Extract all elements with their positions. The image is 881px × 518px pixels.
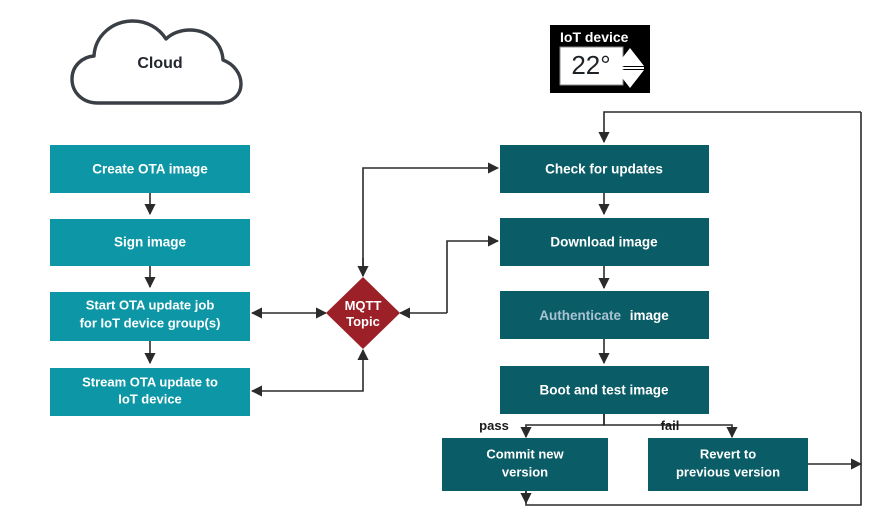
- edge-boot-pass: [520, 414, 605, 439]
- connectors: [144, 111, 863, 506]
- node-boot-and-test-image-label: Boot and test image: [539, 383, 669, 398]
- iot-device-thermostat: IoT device 22°: [550, 25, 650, 93]
- edge-boot-fail: [603, 414, 738, 439]
- node-stream-ota-update-line2: IoT device: [118, 391, 182, 406]
- node-boot-and-test-image[interactable]: Boot and test image: [500, 366, 709, 414]
- node-authenticate-image-muted: Authenticate: [539, 308, 621, 323]
- node-create-ota-image-label: Create OTA image: [92, 162, 208, 177]
- node-sign-image-label: Sign image: [114, 235, 187, 250]
- node-download-image[interactable]: Download image: [500, 218, 709, 266]
- node-mqtt-topic[interactable]: MQTT Topic: [326, 277, 400, 349]
- pass-label: pass: [479, 418, 509, 433]
- node-start-ota-update-job[interactable]: Start OTA update job for IoT device grou…: [50, 292, 250, 341]
- node-stream-ota-update-line1: Stream OTA update to: [82, 374, 218, 389]
- arrow-divider: [616, 67, 644, 69]
- node-sign-image[interactable]: Sign image: [50, 219, 250, 266]
- fail-label: fail: [661, 418, 680, 433]
- node-stream-ota-update[interactable]: Stream OTA update to IoT device: [50, 368, 250, 416]
- svg-text:Authenticate image: Authenticate image: [539, 308, 669, 323]
- edge-to-download: [446, 235, 500, 313]
- node-start-ota-update-job-line1: Start OTA update job: [86, 297, 215, 312]
- node-check-for-updates-label: Check for updates: [545, 162, 663, 177]
- triangle-up-icon[interactable]: [616, 48, 644, 66]
- cloud-shape: Cloud: [70, 19, 243, 105]
- node-start-ota-update-job-line2: for IoT device group(s): [80, 315, 221, 330]
- triangle-down-icon[interactable]: [616, 70, 644, 88]
- node-commit-new-version-line2: version: [502, 464, 548, 479]
- node-mqtt-topic-line2: Topic: [346, 314, 380, 329]
- edge-mqtt-to-check: [362, 162, 500, 276]
- cloud-label: Cloud: [137, 55, 182, 72]
- node-download-image-label: Download image: [550, 235, 658, 250]
- iot-device-title: IoT device: [560, 29, 629, 45]
- node-mqtt-topic-line1: MQTT: [345, 298, 382, 313]
- node-revert-to-previous-version[interactable]: Revert to previous version: [648, 438, 808, 491]
- node-revert-to-previous-version-line1: Revert to: [700, 446, 756, 461]
- edge-loop-to-check: [598, 111, 861, 144]
- node-commit-new-version[interactable]: Commit new version: [442, 438, 608, 491]
- node-authenticate-image-white: image: [630, 308, 670, 323]
- node-commit-new-version-line1: Commit new: [486, 446, 564, 461]
- node-authenticate-image[interactable]: Authenticate image: [500, 291, 709, 339]
- node-check-for-updates[interactable]: Check for updates: [500, 145, 709, 193]
- iot-device-temperature: 22°: [571, 50, 610, 80]
- node-revert-to-previous-version-line2: previous version: [676, 464, 780, 479]
- edge-mqtt-to-stream: [250, 369, 364, 397]
- node-create-ota-image[interactable]: Create OTA image: [50, 145, 250, 193]
